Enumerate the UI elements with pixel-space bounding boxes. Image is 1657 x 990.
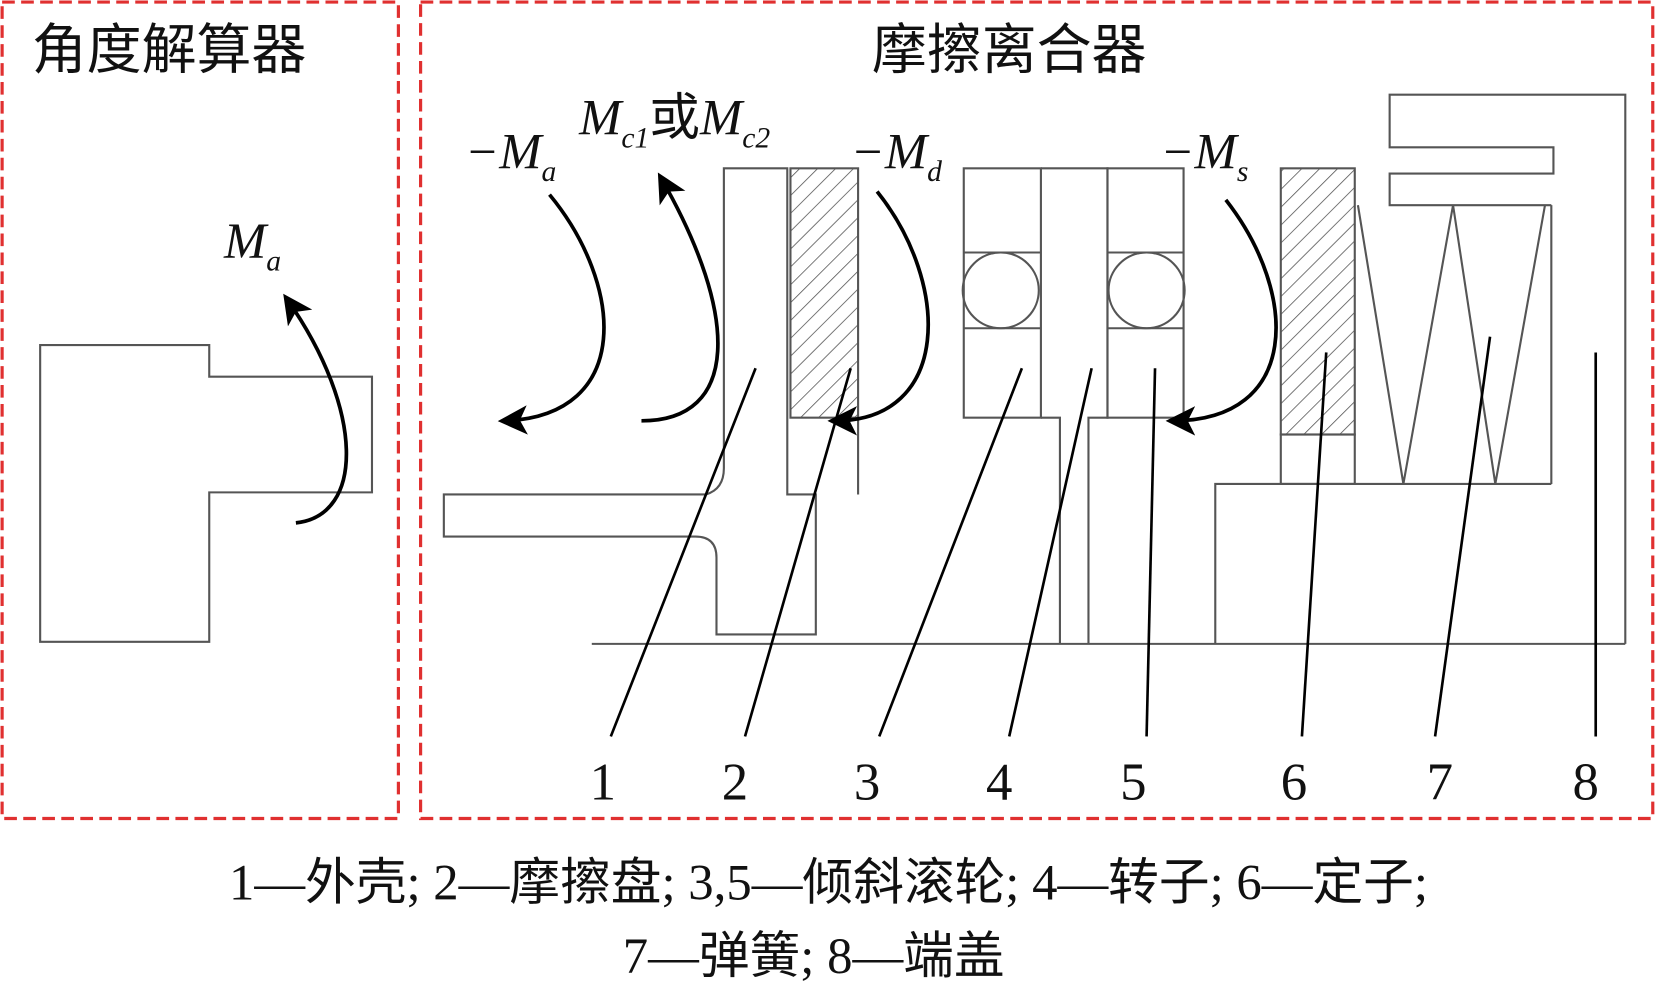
resolver-frame [0, 0, 400, 821]
part-number: 4 [986, 754, 1012, 812]
torque-neg-ms-label: −Ms [1160, 123, 1248, 188]
part-number: 6 [1281, 754, 1307, 812]
rotor [1040, 167, 1109, 644]
part-number: 5 [1120, 754, 1146, 812]
tilted-roller-3 [961, 167, 1042, 419]
caption-line-1: 1—外壳; 2—摩擦盘; 3,5—倾斜滚轮; 4—转子; 6—定子; [229, 855, 1428, 911]
torque-neg-md-arrow [827, 190, 931, 436]
torque-neg-md-label: −Md [851, 123, 943, 188]
tilted-roller-5 [1106, 167, 1186, 419]
stator [1279, 167, 1356, 436]
part-number: 3 [854, 754, 880, 812]
torque-ma-arrow [283, 293, 349, 525]
clutch-title: 摩擦离合器 [872, 19, 1147, 80]
resolver-body [39, 344, 374, 643]
end-cover [1214, 93, 1627, 644]
clutch-frame [419, 0, 1655, 821]
torque-neg-ma-label: −Ma [465, 123, 556, 188]
part-number: 8 [1572, 754, 1598, 812]
resolver-title: 角度解算器 [32, 19, 307, 80]
caption-line-2: 7—弹簧; 8—端盖 [623, 928, 1005, 984]
leader-lines [609, 336, 1598, 737]
torque-ma-label: Ma [223, 213, 281, 278]
part-number: 1 [590, 754, 616, 812]
torque-neg-ms-arrow [1165, 198, 1278, 436]
torque-mc-arrow [641, 172, 720, 423]
part-number: 2 [722, 754, 748, 812]
housing [442, 167, 817, 636]
part-numbers: 1 2 3 4 5 6 7 8 [590, 754, 1599, 812]
torque-mc-label: Mc1或Mc2 [578, 90, 770, 155]
part-number: 7 [1427, 754, 1453, 812]
friction-disk [789, 167, 860, 419]
spring [1356, 204, 1547, 485]
torque-neg-ma-arrow [497, 193, 606, 435]
